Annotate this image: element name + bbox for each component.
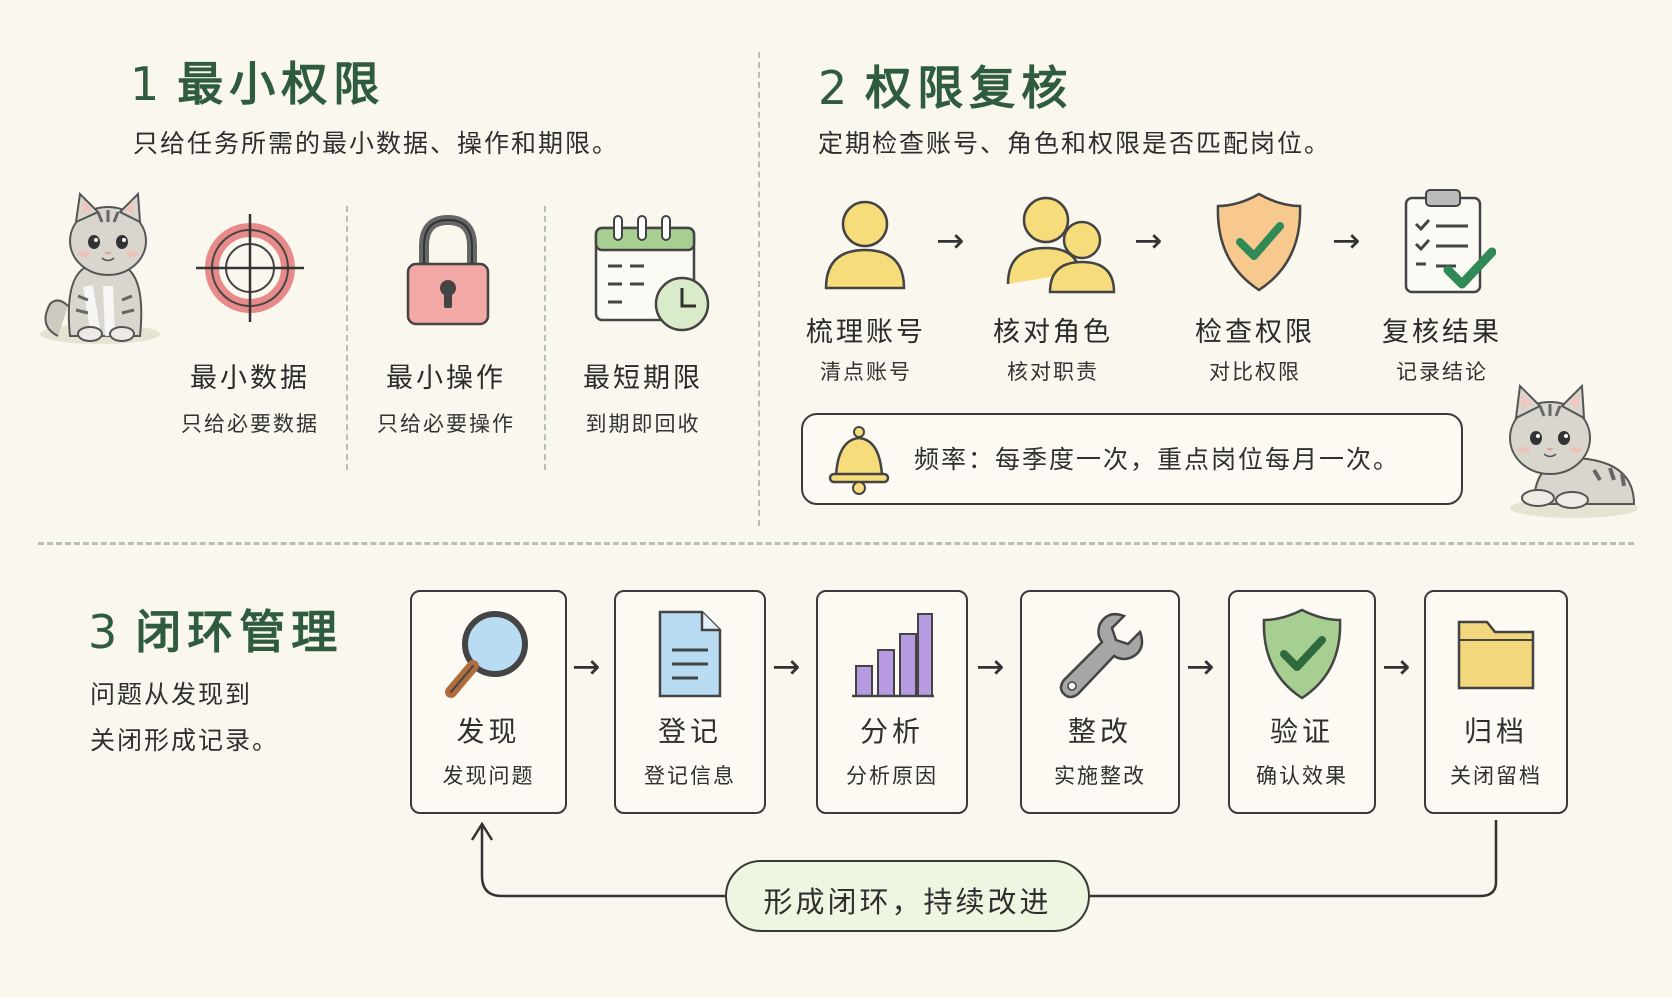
- item-min-op-label: 最小操作: [386, 363, 506, 394]
- section-divider-vertical: [758, 52, 760, 526]
- section3-number: 3: [88, 605, 118, 659]
- shield-check-icon: [1216, 192, 1302, 292]
- magnifier-icon: [444, 611, 528, 698]
- cat-lying-illustration: [1509, 383, 1638, 518]
- review-step-1-label: 梳理账号: [806, 317, 926, 348]
- section1-number: 1: [130, 57, 160, 111]
- loop-arrow-5: →: [1382, 647, 1411, 687]
- loop-arrow-3: →: [976, 647, 1005, 687]
- shield-check-icon: [1262, 608, 1342, 700]
- section3-desc: 问题从发现到 关闭形成记录。: [90, 672, 279, 764]
- section1-divider-2: [544, 206, 546, 470]
- bell-icon: [828, 426, 890, 495]
- review-step-3-label: 检查权限: [1195, 317, 1315, 348]
- review-arrow-1: →: [936, 221, 965, 261]
- loop-step-archive: 归档 关闭留档: [1424, 590, 1568, 814]
- section3-desc-line2: 关闭形成记录。: [90, 726, 280, 755]
- loop-step-5-label: 验证: [1269, 715, 1334, 748]
- section2-title-text: 权限复核: [865, 61, 1074, 115]
- section1-title-text: 最小权限: [177, 57, 386, 111]
- folder-icon: [1457, 620, 1535, 690]
- review-step-3-sub: 对比权限: [1209, 360, 1301, 384]
- document-icon: [658, 610, 722, 698]
- loop-step-4-label: 整改: [1067, 715, 1132, 748]
- loop-step-2-sub: 登记信息: [644, 764, 736, 788]
- loop-step-1-label: 发现: [456, 715, 521, 748]
- item-min-op-sub: 只给必要操作: [377, 412, 515, 436]
- loop-back-connector: [470, 820, 1498, 898]
- loop-step-4-sub: 实施整改: [1054, 764, 1146, 788]
- section3-title: 3 闭环管理: [88, 596, 343, 662]
- section-divider-horizontal: [38, 542, 1634, 545]
- loop-arrow-1: →: [572, 647, 601, 687]
- section2-subtitle: 定期检查账号、角色和权限是否匹配岗位。: [818, 129, 1332, 158]
- padlock-icon: [406, 214, 490, 326]
- loop-arrow-4: →: [1186, 647, 1215, 687]
- users-icon: [1006, 196, 1116, 294]
- user-icon: [824, 200, 906, 290]
- frequency-box: [801, 413, 1463, 505]
- loop-step-3-label: 分析: [859, 715, 924, 748]
- loop-step-2-label: 登记: [657, 715, 722, 748]
- target-icon: [196, 214, 304, 322]
- section3-title-text: 闭环管理: [135, 605, 344, 659]
- review-step-4-sub: 记录结论: [1396, 360, 1488, 384]
- section3-desc-line1: 问题从发现到: [90, 680, 253, 709]
- item-short-term-sub: 到期即回收: [585, 412, 701, 436]
- loop-step-rectify: 整改 实施整改: [1020, 590, 1180, 814]
- loop-step-5-sub: 确认效果: [1256, 764, 1348, 788]
- item-min-data-label: 最小数据: [190, 363, 310, 394]
- review-step-2-sub: 核对职责: [1007, 360, 1099, 384]
- wrench-icon: [1059, 613, 1144, 699]
- item-min-data-sub: 只给必要数据: [181, 412, 319, 436]
- loop-step-6-sub: 关闭留档: [1450, 764, 1542, 788]
- frequency-text: 频率：每季度一次，重点岗位每月一次。: [914, 445, 1401, 474]
- calendar-clock-icon: [594, 215, 710, 332]
- loop-step-1-sub: 发现问题: [442, 764, 535, 788]
- item-short-term-label: 最短期限: [583, 363, 703, 394]
- clipboard-check-icon: [1404, 189, 1496, 294]
- review-step-1-sub: 清点账号: [820, 360, 912, 384]
- loop-step-6-label: 归档: [1463, 715, 1528, 748]
- section2-number: 2: [818, 61, 848, 115]
- loop-step-analyze: 分析 分析原因: [816, 590, 968, 814]
- review-arrow-3: →: [1332, 221, 1361, 261]
- section2-title: 2 权限复核: [818, 52, 1073, 118]
- loop-pill: 形成闭环，持续改进: [725, 860, 1090, 932]
- bar-chart-icon: [852, 613, 934, 698]
- loop-step-discover: 发现 发现问题: [410, 590, 567, 814]
- section1-subtitle: 只给任务所需的最小数据、操作和期限。: [133, 129, 620, 158]
- loop-step-verify: 验证 确认效果: [1228, 590, 1376, 814]
- review-step-2-label: 核对角色: [993, 317, 1113, 348]
- review-step-4-label: 复核结果: [1382, 317, 1502, 348]
- loop-step-register: 登记 登记信息: [614, 590, 766, 814]
- section1-divider-1: [346, 206, 348, 470]
- review-arrow-2: →: [1134, 221, 1163, 261]
- loop-pill-text: 形成闭环，持续改进: [763, 885, 1052, 919]
- section1-title: 1 最小权限: [130, 48, 385, 114]
- cat-sitting-illustration: [40, 191, 160, 344]
- loop-arrow-2: →: [772, 647, 801, 687]
- loop-step-3-sub: 分析原因: [846, 764, 938, 788]
